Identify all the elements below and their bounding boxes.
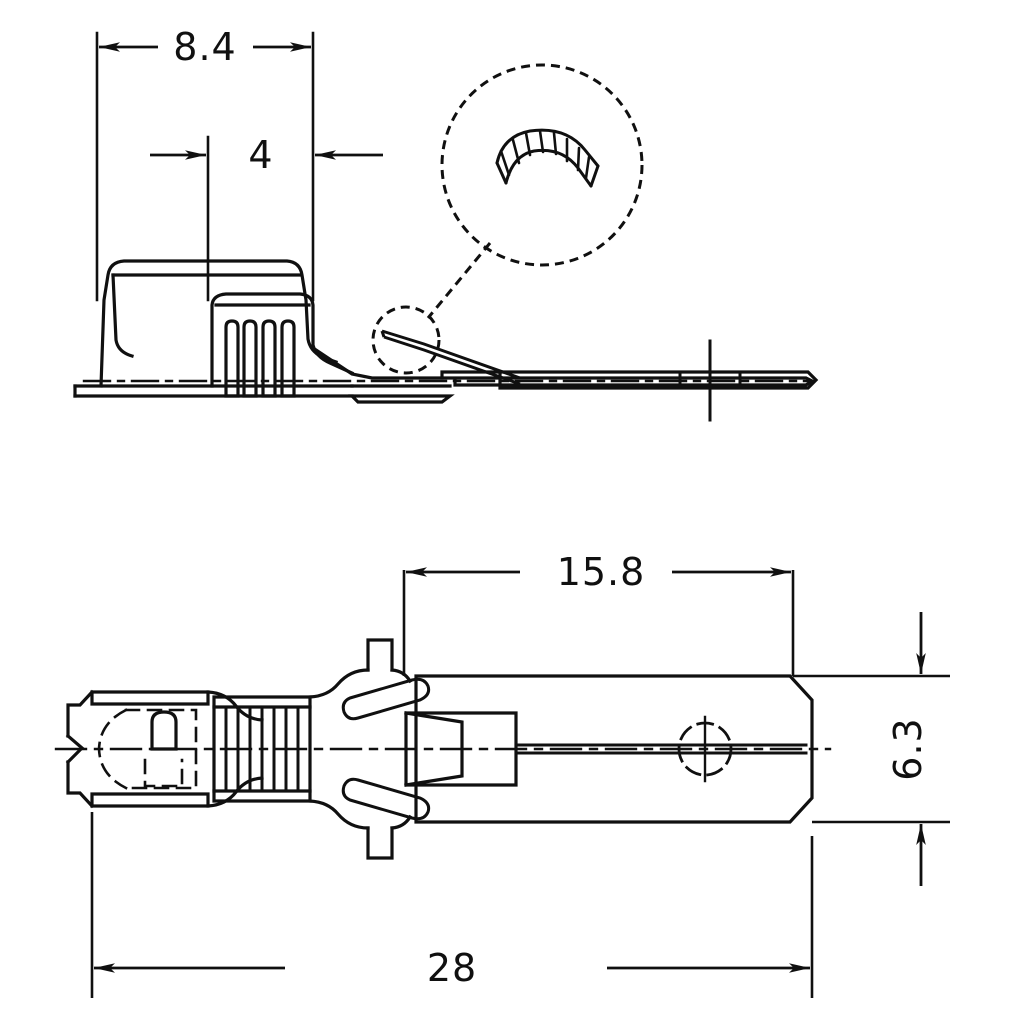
blade-tongue-side xyxy=(310,345,819,390)
detail-circle-large xyxy=(440,63,644,267)
dimension-28-label: 28 xyxy=(427,946,477,990)
transition-upper xyxy=(308,668,370,699)
plan-view xyxy=(54,638,832,860)
retention-tangs xyxy=(341,677,431,821)
detail-leader-line xyxy=(426,242,492,319)
dimension-6-3-label: 6.3 xyxy=(886,717,930,780)
side-view xyxy=(73,31,819,422)
blade-centre-slot xyxy=(514,743,808,755)
blade-tip-segments xyxy=(678,370,742,390)
blade-body-outline xyxy=(498,370,819,390)
lock-tab-hidden-lower xyxy=(143,758,184,788)
grip-upper-bar xyxy=(90,690,210,706)
grip-lower-bar xyxy=(90,792,210,808)
crimp-tooth-1 xyxy=(224,319,240,398)
crimp-tooth-2 xyxy=(242,319,258,398)
detail-arc-cap-right xyxy=(589,164,600,188)
detail-arc-inner xyxy=(504,148,593,188)
blade-body-outline-plan xyxy=(414,674,814,824)
shoulder-upper-notch xyxy=(366,638,394,672)
detail-pointer-tab xyxy=(380,329,521,386)
grip-lower-left-step xyxy=(66,760,95,809)
crimp-tooth-4 xyxy=(280,319,296,398)
detail-circle-small xyxy=(371,305,441,375)
dimension-15-8 xyxy=(402,567,795,676)
blade-body-plan xyxy=(414,674,814,824)
pointer-upper xyxy=(381,329,521,380)
side-view-extension-lines xyxy=(95,31,315,302)
dimension-4-label: 4 xyxy=(248,133,273,177)
side-view-baseline xyxy=(73,384,455,404)
detail-callout xyxy=(371,63,644,375)
detail-hatched-arc xyxy=(495,128,600,188)
blade-step-upper xyxy=(440,370,502,380)
shoulder-lower-notch xyxy=(366,826,394,860)
pointer-cap xyxy=(380,330,386,338)
inner-tongue-rect xyxy=(404,711,518,787)
detail-arc-cap-left xyxy=(495,161,508,185)
dimension-15-8-label: 15.8 xyxy=(557,550,646,594)
dimension-28 xyxy=(90,812,814,998)
dimension-6-3 xyxy=(793,612,950,886)
lock-tab-visible xyxy=(150,710,178,751)
transition-lower xyxy=(308,799,370,830)
lock-tab-shape xyxy=(150,710,178,751)
retention-tang-lower xyxy=(341,777,431,821)
base-pad xyxy=(348,394,455,404)
wing-left-inner xyxy=(111,273,134,358)
pointer-lower xyxy=(383,335,521,386)
detail-arc-outer xyxy=(495,128,600,168)
retention-tang-upper xyxy=(341,677,431,721)
wire-crimp-barrel-side xyxy=(210,292,355,388)
crimp-tooth-3 xyxy=(261,319,277,398)
blade-upper-profile xyxy=(310,345,816,387)
detail-arc-hatching xyxy=(499,129,591,180)
crimp-barrel-outline xyxy=(210,292,355,388)
crimp-teeth-group xyxy=(224,319,296,398)
grip-upper-left-step xyxy=(66,689,95,738)
dimension-8-4-label: 8.4 xyxy=(173,25,236,69)
